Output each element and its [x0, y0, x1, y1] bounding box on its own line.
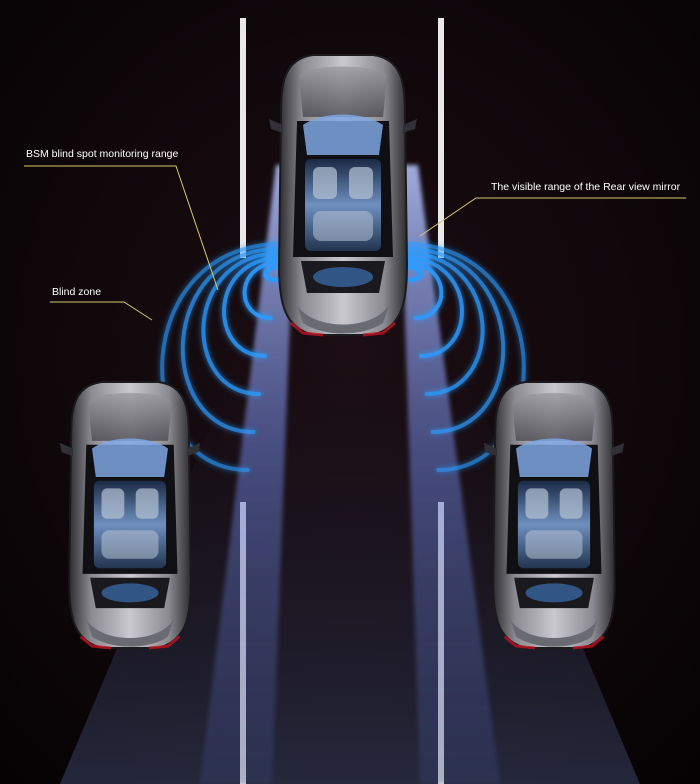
lead-car — [267, 53, 419, 337]
mirror-beam-right — [400, 165, 500, 784]
left-wave-5 — [180, 246, 284, 434]
lane-line-right-upper — [438, 18, 444, 258]
mirror-range-label: The visible range of the Rear view mirro… — [491, 181, 681, 193]
right-rear-car — [482, 380, 626, 650]
left-wave-4 — [201, 250, 284, 396]
left-rear-car — [58, 380, 202, 650]
radar-waves — [160, 241, 526, 472]
mirror-range-beams — [200, 165, 500, 784]
blind-zone-label: Blind zone — [52, 286, 102, 298]
left-wave-2 — [242, 260, 284, 320]
right-wave-1 — [402, 264, 423, 282]
leader-line-bsm — [24, 165, 219, 291]
bsm-range-label: BSM blind spot monitoring range — [26, 148, 179, 160]
leader-line-blind-zone — [50, 301, 153, 321]
lane-line-left-upper — [240, 18, 246, 258]
leader-lines — [24, 165, 686, 321]
left-wave-3 — [222, 255, 284, 358]
leader-line-mirror — [419, 197, 686, 237]
right-wave-6 — [402, 241, 526, 472]
left-wave-1 — [263, 264, 284, 282]
right-wave-5 — [402, 246, 506, 434]
right-wave-3 — [402, 255, 464, 358]
mirror-beam-left — [200, 165, 296, 784]
right-wave-4 — [402, 250, 485, 396]
left-wave-6 — [160, 241, 284, 472]
right-wave-2 — [402, 260, 444, 320]
